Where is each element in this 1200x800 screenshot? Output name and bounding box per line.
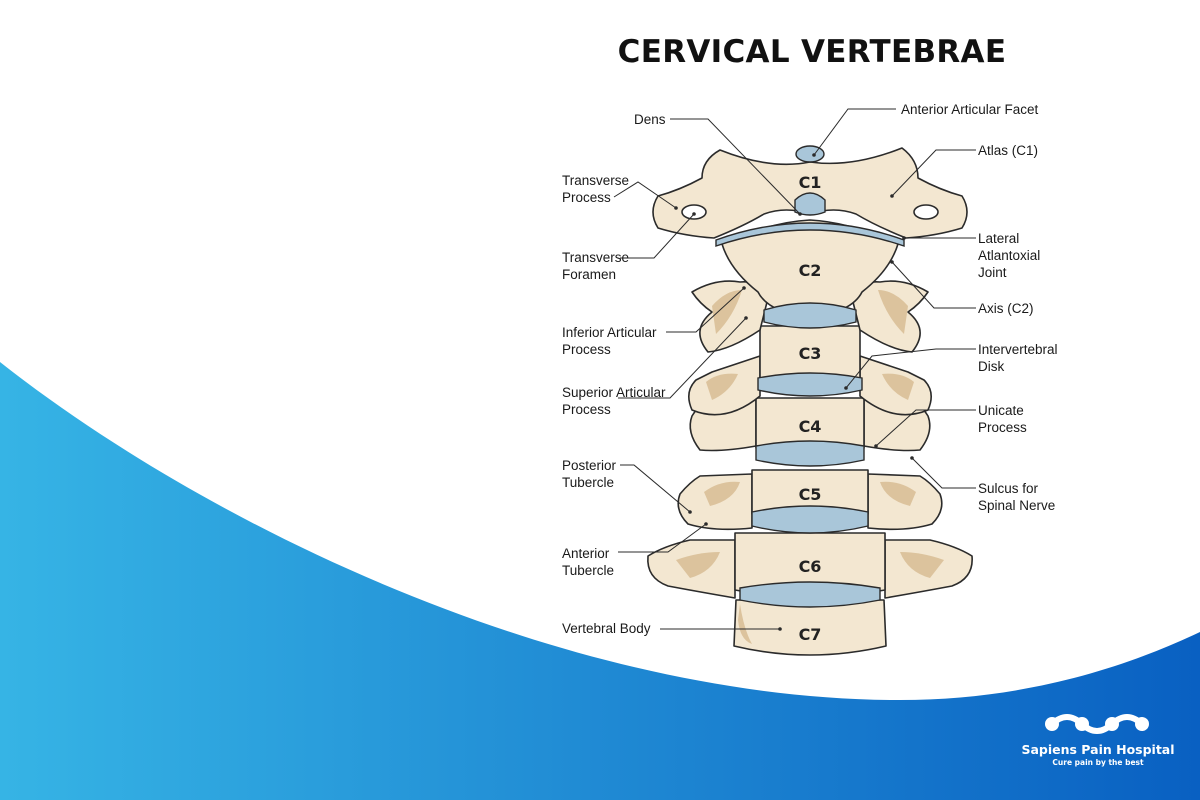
label-transverse-process: Transverse Process [562,172,629,206]
disk-c4-c5 [755,440,865,467]
brand-block: Sapiens Pain Hospital Cure pain by the b… [1018,712,1178,767]
label-line: Intervertebral [978,342,1058,357]
brand-tagline: Cure pain by the best [1052,758,1144,767]
label-axis-c2: Axis (C2) [978,301,1034,316]
label-line: Spinal Nerve [978,498,1056,513]
label-lateral-atlantoaxial-joint: Lateral Atlantoxial Joint [978,230,1040,281]
label-line: Superior Articular [562,385,666,400]
label-line: Posterior [562,458,617,473]
label-vertebral-body: Vertebral Body [562,621,651,636]
label-transverse-foramen: Transverse Foramen [562,249,629,283]
vertebra-label-c7: C7 [799,625,822,644]
label-line: Tubercle [562,563,615,578]
label-line: Atlantoxial [978,248,1041,263]
label-line: Process [562,402,611,417]
bone-shading [676,290,944,644]
label-anterior-tubercle: Anterior Tubercle [562,545,614,579]
label-posterior-tubercle: Posterior Tubercle [562,457,616,491]
vertebra-label-c1: C1 [799,173,822,192]
leader-lines [613,108,976,630]
label-line: Transverse [562,173,630,188]
connected-dots-logo-icon [1045,714,1149,734]
disk-c3-c4 [757,372,863,397]
disk-c5-c6 [751,505,869,534]
vertebra-label-c2: C2 [799,261,822,280]
label-line: Unicate [978,403,1024,418]
label-line: Process [978,420,1027,435]
label-atlas-c1: Atlas (C1) [978,143,1039,158]
label-line: Lateral [978,231,1020,246]
label-line: Inferior Articular [562,325,657,340]
intervertebral-disks [715,145,905,608]
brand-name: Sapiens Pain Hospital [1021,742,1175,757]
label-intervertebral-disk: Intervertebral Disk [978,341,1058,375]
blue-wave-shape [0,362,1200,800]
vertebra-c2 [691,219,929,353]
vertebra-label-c4: C4 [799,417,822,436]
vertebra-c7 [733,599,887,656]
label-line: Foramen [562,267,617,282]
diagram-title: CERVICAL VERTEBRAE [617,34,1007,70]
disk-c6-c7 [739,581,881,608]
label-superior-articular-process: Superior Articular Process [562,384,666,418]
label-anterior-articular-facet: Anterior Articular Facet [901,102,1039,117]
label-inferior-articular-process: Inferior Articular Process [562,324,657,358]
label-line: Tubercle [562,475,615,490]
label-line: Anterior [562,546,610,561]
disk-c2-c3 [763,302,857,329]
label-line: Process [562,342,611,357]
atlantoaxial-joint-disk [715,222,905,247]
leader-dots [674,153,914,631]
label-unicate-process: Unicate Process [978,402,1027,436]
label-line: Disk [978,359,1005,374]
vertebra-label-c3: C3 [799,344,822,363]
vertebra-label-c6: C6 [799,557,822,576]
label-line: Sulcus for [978,481,1039,496]
vertebra-label-c5: C5 [799,485,822,504]
label-sulcus-spinal-nerve: Sulcus for Spinal Nerve [978,480,1055,514]
label-line: Joint [978,265,1007,280]
anterior-articular-facet-disk [795,145,825,163]
label-dens: Dens [634,112,666,127]
dens-disk [794,192,826,216]
label-line: Process [562,190,611,205]
label-line: Transverse [562,250,630,265]
